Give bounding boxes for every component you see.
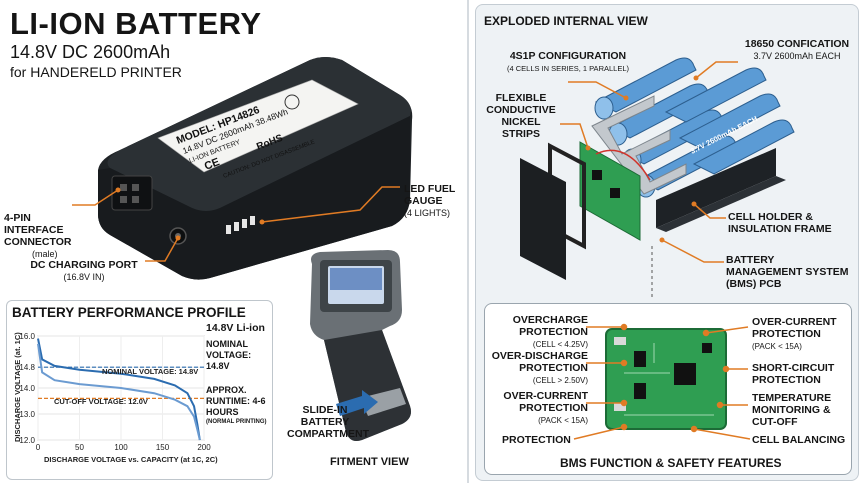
x-tick-label-0: 0 <box>36 443 41 452</box>
callout-dc-sub: (16.8V IN) <box>63 272 105 282</box>
runtime-sub: (NORMAL PRINTING) <box>206 419 267 425</box>
callout-interface-sub: (male) <box>32 249 58 259</box>
nickel-strips-illustration <box>591 95 687 195</box>
bms-overcurrent-right-title: OVER-CURRENT PROTECTION <box>752 316 837 340</box>
bms-diagram <box>573 323 751 440</box>
y-tick-label-3: 13.0 <box>19 410 35 419</box>
y-tick-label-4: 12.0 <box>19 436 35 445</box>
bms-temperature: TEMPERATURE MONITORING & CUT-OFF <box>752 392 832 428</box>
callout-config-sub: (4 CELLS IN SERIES, 1 PARALLEL) <box>507 64 629 73</box>
bms-callout-lines <box>573 323 751 440</box>
callout-config: 4S1P CONFIGURATION (4 CELLS IN SERIES, 1… <box>498 50 638 75</box>
bms-overcurrent-left: OVER-CURRENT PROTECTION (PACK < 15A) <box>488 390 588 427</box>
performance-title: BATTERY PERFORMANCE PROFILE <box>12 305 246 320</box>
nominal-side-label: NOMINAL VOLTAGE: 14.8V <box>206 339 252 371</box>
recycle-icon <box>284 94 300 110</box>
divider <box>467 0 469 483</box>
bms-footer: BMS FUNCTION & SAFETY FEATURES <box>560 456 782 470</box>
bms-balancing: CELL BALANCING <box>752 434 846 446</box>
callout-interface: 4-PIN INTERFACE CONNECTOR (male) <box>4 212 84 260</box>
x-tick-label-3: 150 <box>156 443 170 452</box>
bms-protection: PROTECTION <box>502 434 571 446</box>
y-axis-label: DISCHARGE VOLTAGE (at. 1C) <box>13 332 22 442</box>
callout-slide-in: SLIDE-IN BATTERY COMPARTMENT <box>287 404 370 440</box>
y-ticks: 16.0 14.8 14.0 13.0 12.0 <box>19 332 35 445</box>
left-callout-lines <box>72 186 400 262</box>
cutoff-line-label: CUT-OFF VOLTAGE: 12.0V <box>54 397 148 406</box>
series-line-0 <box>37 338 201 441</box>
bms-overdischarge-sub: (CELL > 2.50V) <box>532 376 588 385</box>
callout-config-title: 4S1P CONFIGURATION <box>509 50 627 62</box>
exploded-illustration: 3.7V 2600mAh EACH <box>520 57 795 280</box>
callout-cell-title: 18650 CONFICATION <box>744 38 850 50</box>
series-line-1 <box>37 343 201 441</box>
callout-cell: 18650 CONFICATION 3.7V 2600mAh EACH <box>738 38 856 62</box>
bms-overcurrent-right-sub: (PACK < 15A) <box>752 342 802 351</box>
bms-pcb-illustration <box>605 328 727 430</box>
x-tick-label-2: 100 <box>114 443 128 452</box>
callout-cell-sub: 3.7V 2600mAh EACH <box>753 51 841 61</box>
bms-overdischarge: OVER-DISCHARGE PROTECTION (CELL > 2.50V) <box>488 350 588 387</box>
callout-led-title: LED FUEL GAUGE <box>404 183 456 207</box>
end-cap <box>520 158 566 280</box>
exploded-title: EXPLODED INTERNAL VIEW <box>484 14 648 28</box>
gridlines <box>37 335 205 441</box>
callout-dc-title: DC CHARGING PORT <box>30 259 138 271</box>
exploded-callout-lines <box>560 61 738 300</box>
callout-holder: CELL HOLDER & INSULATION FRAME <box>728 211 832 235</box>
bms-overcharge: OVERCHARGE PROTECTION (CELL < 4.25V) <box>488 314 588 351</box>
y-tick-label-2: 14.0 <box>19 384 35 393</box>
page-subtitle-2: for HANDERELD PRINTER <box>10 64 182 80</box>
x-tick-label-1: 50 <box>75 443 84 452</box>
x-tick-label-4: 200 <box>197 443 211 452</box>
bms-overcharge-sub: (CELL < 4.25V) <box>532 340 588 349</box>
ce-mark: CE <box>203 156 222 173</box>
slide-in-arrow-icon <box>336 390 378 416</box>
nominal-line-label: NOMINAL VOLTAGE: 14.8V <box>102 367 198 376</box>
bms-overcharge-title: OVERCHARGE PROTECTION <box>512 314 588 338</box>
bms-overcurrent-left-sub: (PACK < 15A) <box>538 416 588 425</box>
led-gauge-illustration <box>226 216 255 234</box>
connector-illustration <box>111 175 153 211</box>
bms-short-circuit: SHORT-CIRCUIT PROTECTION <box>752 362 835 386</box>
y-tick-label-1: 14.8 <box>19 363 35 372</box>
x-ticks: 0 50 100 150 200 <box>36 443 211 452</box>
bms-overdischarge-title: OVER-DISCHARGE PROTECTION <box>491 350 588 374</box>
fitment-title: FITMENT VIEW <box>330 456 409 468</box>
page-title: LI-ION BATTERY <box>10 6 262 41</box>
y-tick-label-0: 16.0 <box>19 332 35 341</box>
page-subtitle: 14.8V DC 2600mAh <box>10 42 171 62</box>
callout-led-sub: (4 LIGHTS) <box>404 208 451 218</box>
callout-dc: DC CHARGING PORT (16.8V IN) <box>22 259 146 283</box>
pcb-illustration <box>579 141 651 241</box>
x-axis-label: DISCHARGE VOLTAGE vs. CAPACITY (at 1C, 2… <box>44 455 218 464</box>
bms-overcurrent-right: OVER-CURRENT PROTECTION (PACK < 15A) <box>752 316 848 353</box>
callout-strips: FLEXIBLE CONDUCTIVE NICKEL STRIPS <box>486 92 556 140</box>
cells-illustration: 3.7V 2600mAh EACH <box>594 57 795 198</box>
battery-illustration: MODEL: HP14826 14.8V DC 2600mAh 38.48Wh … <box>98 57 413 280</box>
chemistry-label: 14.8V Li-ion <box>206 322 265 334</box>
callout-led: LED FUEL GAUGE (4 LIGHTS) <box>404 183 464 219</box>
series-group <box>37 338 201 441</box>
callout-bms-pcb: BATTERY MANAGEMENT SYSTEM (BMS) PCB <box>726 254 849 290</box>
callout-interface-title: 4-PIN INTERFACE CONNECTOR <box>4 212 72 248</box>
discharge-chart: 16.0 14.8 14.0 13.0 12.0 0 50 100 150 200 DISCHA… <box>13 332 218 464</box>
runtime-label: APPROX. RUNTIME: 4-6 HOURS <box>206 385 266 417</box>
bms-overcurrent-left-title: OVER-CURRENT PROTECTION <box>503 390 588 414</box>
